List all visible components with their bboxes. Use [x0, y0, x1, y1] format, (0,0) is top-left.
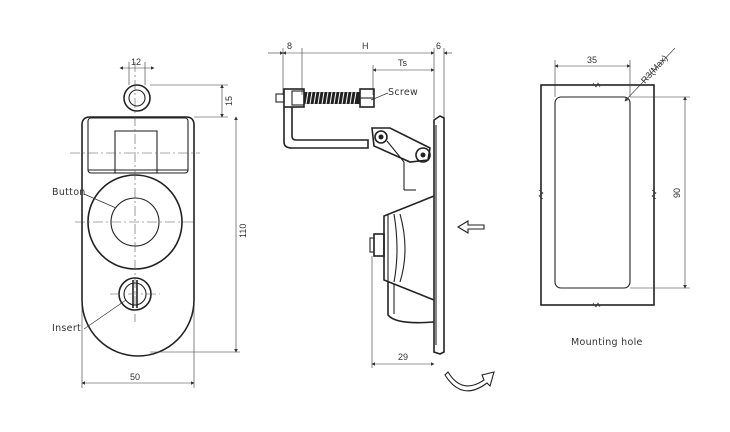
front-head-recess	[87, 117, 189, 174]
l-bracket	[283, 107, 369, 149]
front-view: 12 15 110 50 Button Insert	[52, 57, 248, 388]
label-insert: Insert	[52, 323, 81, 334]
dim-left: 8	[287, 41, 292, 51]
mounting-inner-rect	[554, 96, 631, 289]
dim-h: H	[362, 41, 369, 51]
side-view: 8 H 6 Ts Screw	[268, 41, 495, 392]
top-ring	[123, 84, 151, 112]
dim-mounting-height: 90	[672, 188, 682, 198]
front-body-outline	[81, 116, 195, 357]
dim-right: 6	[436, 41, 441, 51]
screw-rod	[275, 88, 375, 108]
mounting-hole-view: 35 R3(Max) 90 Mounting hole	[538, 47, 690, 348]
press-arrow	[456, 220, 485, 234]
mounting-hole-caption: Mounting hole	[571, 337, 643, 348]
pivot-link	[371, 127, 431, 191]
dim-total-height: 110	[238, 224, 248, 238]
dim-ts: Ts	[398, 58, 408, 68]
dim-radius: R3(Max)	[639, 53, 670, 85]
side-plate	[433, 115, 445, 355]
dim-top-width: 12	[131, 57, 141, 67]
side-button	[369, 195, 435, 324]
dim-top-height: 15	[224, 96, 234, 106]
label-button: Button	[52, 187, 86, 198]
dim-mounting-width: 35	[587, 55, 597, 65]
label-screw: Screw	[388, 87, 418, 98]
mounting-outer-rect	[540, 84, 655, 306]
dim-bottom: 29	[398, 352, 408, 362]
rotate-arrow	[444, 371, 495, 392]
dim-bottom-width: 50	[130, 372, 140, 382]
